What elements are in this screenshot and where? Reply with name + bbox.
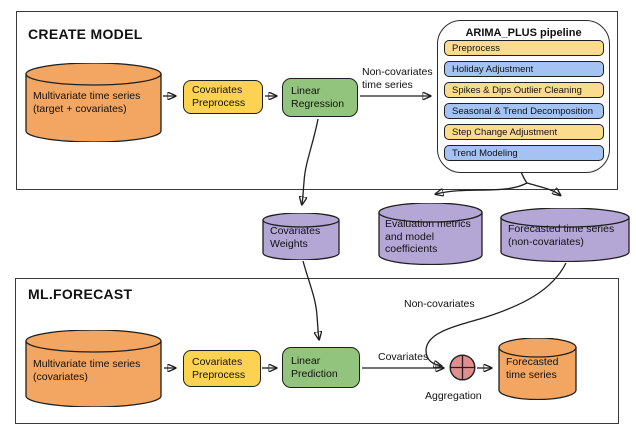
label-line: Weights <box>270 238 308 250</box>
label-line: Covariates <box>192 355 243 368</box>
pipeline-step-spikes-dips: Spikes & Dips Outlier Cleaning <box>444 82 604 98</box>
pipeline-step-trend-modeling: Trend Modeling <box>444 145 604 161</box>
noncovariates-timeseries-edge-label: Non-covariates time series <box>362 66 433 92</box>
pipeline-step-step-change: Step Change Adjustment <box>444 124 604 140</box>
label-line: Covariates <box>192 84 243 96</box>
covariates-preprocess-box-bottom: Covariates Preprocess <box>183 350 261 387</box>
aggregation-label: Aggregation <box>425 390 482 402</box>
covariates-weights-cylinder: Covariates Weights <box>262 213 340 260</box>
label-line: Prediction <box>291 367 338 380</box>
covariates-preprocess-box-top: Covariates Preprocess <box>183 80 263 114</box>
forecasted-noncovariates-label: Forecasted time series (non-covariates) <box>508 223 614 249</box>
cylinder-shape-icon <box>500 208 630 262</box>
cylinder-shape-icon <box>25 330 162 407</box>
pipeline-step-preprocess: Preprocess <box>444 40 604 56</box>
aggregation-node <box>449 354 476 381</box>
pipeline-step-holiday-adjustment: Holiday Adjustment <box>444 61 604 77</box>
label-line: Non-covariates <box>362 66 433 78</box>
label-line: Covariates <box>270 225 321 237</box>
label-line: Forecasted <box>506 356 559 368</box>
label-line: Forecasted time series <box>508 223 615 235</box>
label-line: Preprocess <box>192 97 246 109</box>
arima-plus-pipeline-title: ARIMA_PLUS pipeline <box>465 27 582 39</box>
evaluation-metrics-label: Evaluation metrics and model coefficient… <box>385 218 471 256</box>
forecasted-timeseries-label: Forecasted time series <box>506 356 559 382</box>
multivariate-covariates-cylinder: Multivariate time series (covariates) <box>25 330 162 407</box>
covariates-edge-label: Covariates <box>378 351 429 363</box>
label-line: Linear <box>291 354 321 367</box>
label-line: Multivariate time series <box>33 90 141 102</box>
ml-forecast-title: ML.FORECAST <box>28 286 133 302</box>
forecasted-timeseries-cylinder: Forecasted time series <box>498 338 577 400</box>
label-line: (covariates) <box>33 371 88 383</box>
linear-regression-box: Linear Regression <box>282 78 358 117</box>
label-line: (non-covariates) <box>508 236 584 248</box>
forecasted-noncovariates-cylinder: Forecasted time series (non-covariates) <box>500 208 630 262</box>
label-line: Regression <box>291 97 345 110</box>
label-line: time series <box>362 79 413 91</box>
pipeline-step-seasonal-trend: Seasonal & Trend Decomposition <box>444 103 604 119</box>
create-model-title: CREATE MODEL <box>28 26 143 42</box>
evaluation-metrics-cylinder: Evaluation metrics and model coefficient… <box>378 203 483 265</box>
multivariate-covariates-label: Multivariate time series (covariates) <box>33 358 140 384</box>
plus-circle-icon <box>449 354 476 381</box>
cylinder-shape-icon <box>25 63 162 142</box>
covariates-weights-label: Covariates Weights <box>270 225 320 251</box>
multivariate-target-label: Multivariate time series (target + covar… <box>33 90 140 116</box>
label-line: and model <box>385 230 435 243</box>
label-line: Evaluation metrics <box>385 218 471 230</box>
arima-plus-pipeline-panel: ARIMA_PLUS pipeline Preprocess Holiday A… <box>437 20 610 173</box>
cylinder-shape-icon <box>378 203 483 265</box>
noncovariates-edge-label: Non-covariates <box>404 298 475 310</box>
cylinder-shape-icon <box>262 213 340 260</box>
label-line: time series <box>506 369 557 381</box>
label-line: coefficients <box>385 243 438 255</box>
multivariate-target-cylinder: Multivariate time series (target + covar… <box>25 63 162 142</box>
label-line: Linear <box>291 84 321 97</box>
label-line: Preprocess <box>192 368 246 381</box>
label-line: (target + covariates) <box>33 103 127 115</box>
label-line: Multivariate time series <box>33 358 141 370</box>
linear-prediction-box: Linear Prediction <box>282 347 360 388</box>
